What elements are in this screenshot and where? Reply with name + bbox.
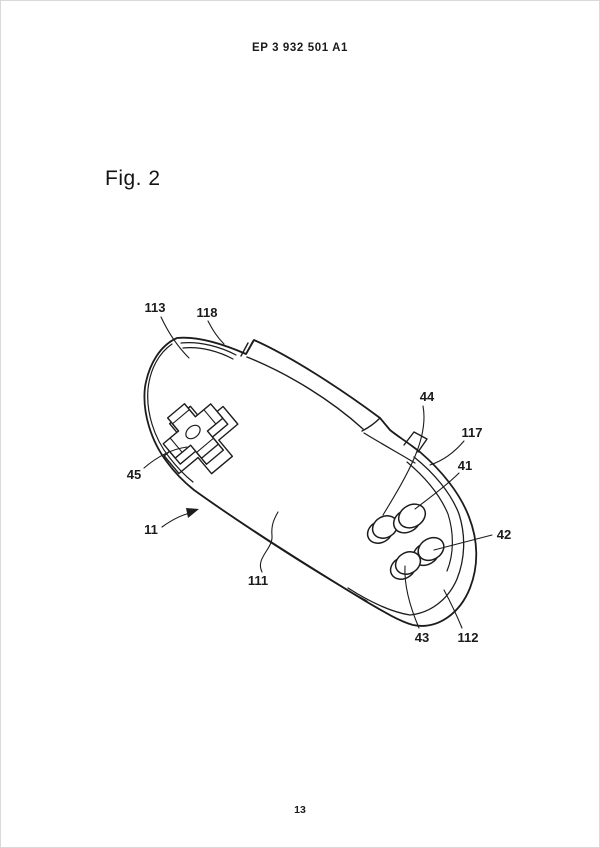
dpad-chamfers [164, 403, 222, 460]
leader-43 [405, 566, 419, 628]
face-button-43 [386, 547, 424, 583]
dpad [151, 390, 252, 489]
button-41-top [394, 499, 429, 532]
leader-44 [383, 406, 424, 515]
leader-113 [161, 317, 189, 358]
rim-line-below-band [364, 433, 415, 463]
figure-caption: Fig. 2 [105, 167, 161, 190]
leader-45 [144, 447, 187, 468]
ref-label-111: 111 [248, 573, 268, 588]
leader-11-arrow-shaft [162, 513, 190, 527]
leader-lines [144, 317, 492, 628]
rim-line-right-2 [407, 462, 452, 571]
ref-label-41: 41 [458, 458, 472, 473]
ref-label-113: 113 [145, 300, 166, 315]
ref-label-42: 42 [497, 527, 511, 542]
leader-117 [430, 441, 464, 465]
body-outline [144, 338, 476, 626]
face-button-41 [389, 499, 429, 537]
top-notch-step [241, 341, 253, 356]
face-button-44 [363, 511, 401, 547]
controller-body [144, 338, 476, 626]
leader-11-arrowhead [186, 508, 199, 518]
button-43-top [391, 547, 424, 578]
leader-41 [415, 473, 459, 509]
rim-line-right-1 [348, 457, 464, 615]
rim-line-bottom [201, 495, 367, 601]
ref-label-44: 44 [420, 389, 435, 404]
leader-118 [208, 321, 224, 344]
top-band-lower-edge [247, 357, 363, 429]
reference-numerals: 113 118 44 117 41 45 11 42 111 43 112 [127, 300, 511, 645]
rim-line-top-left-1 [181, 343, 236, 355]
edge-tab [404, 432, 427, 452]
ref-label-117: 117 [462, 425, 483, 440]
rim-line-top-left-2 [183, 348, 233, 359]
ref-label-45: 45 [127, 467, 141, 482]
ref-label-112: 112 [458, 630, 479, 645]
ref-label-11: 11 [144, 522, 158, 537]
leader-111 [260, 512, 278, 572]
dpad-bezel [151, 390, 252, 489]
leader-42 [434, 535, 492, 550]
leader-112 [444, 590, 462, 628]
dpad-center-dimple [183, 423, 202, 442]
page-number: 13 [294, 804, 306, 816]
patent-number-header: EP 3 932 501 A1 [252, 42, 348, 54]
top-band-right-step [362, 418, 380, 431]
ref-label-118: 118 [197, 305, 218, 320]
rim-line-left-end [148, 344, 193, 482]
ref-label-43: 43 [415, 630, 429, 645]
face-buttons [363, 499, 447, 583]
